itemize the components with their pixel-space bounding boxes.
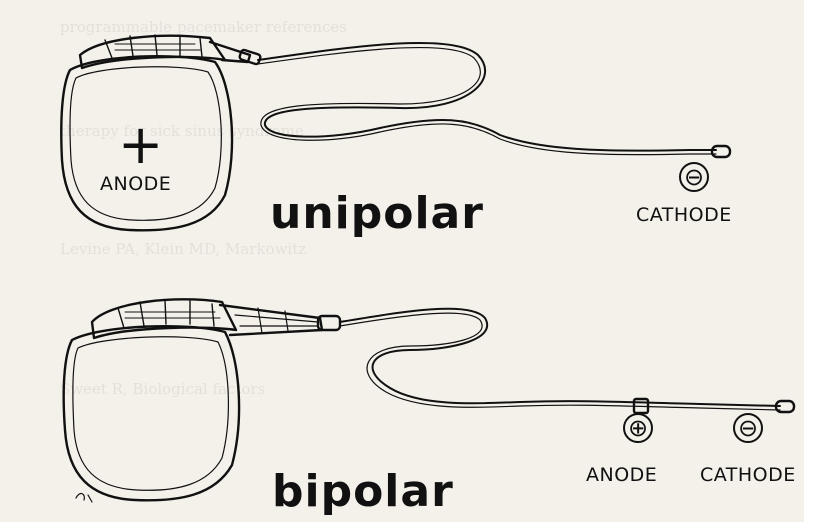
- bipolar-lead: [340, 309, 780, 406]
- unipolar-cathode-tip: [712, 146, 730, 157]
- unipolar-anode-label: ANODE: [100, 175, 171, 194]
- bipolar-cathode-label: CATHODE: [700, 466, 796, 485]
- unipolar-lead: [258, 43, 716, 151]
- unipolar-cathode-label: CATHODE: [636, 206, 732, 225]
- right-margin: [804, 0, 816, 522]
- unipolar-anode-plus: +: [118, 118, 163, 172]
- bipolar-title: bipolar: [272, 470, 454, 514]
- bipolar-anode-plus-icon: ⊕: [623, 413, 653, 443]
- unipolar-title: unipolar: [270, 192, 484, 236]
- unipolar-cathode-minus-icon: ⊖: [679, 162, 709, 192]
- bipolar-cathode-minus-icon: ⊖: [733, 413, 763, 443]
- artist-signature-mark: [76, 494, 92, 502]
- bipolar-anode-label: ANODE: [586, 466, 657, 485]
